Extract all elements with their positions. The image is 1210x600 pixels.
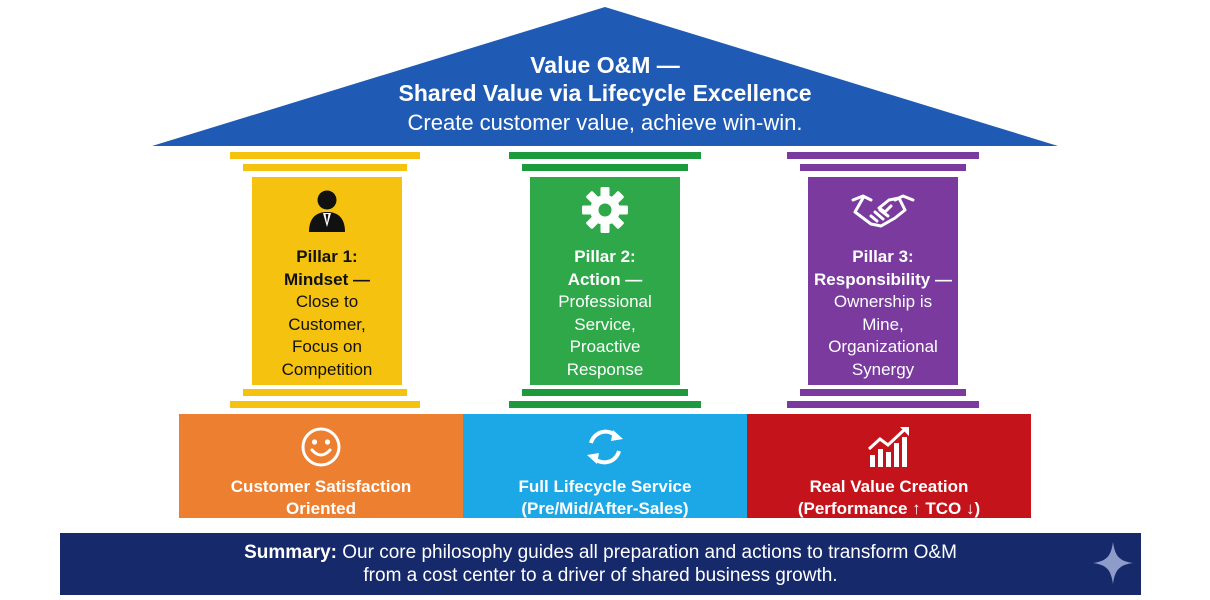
- pillar-3-line: Organizational: [828, 337, 938, 357]
- pillar-3-cap-top: [787, 152, 979, 159]
- pillar-2-subtitle: Action —: [567, 269, 643, 289]
- pillar-2-line: Service,: [574, 314, 636, 334]
- sparkle-icon: [1093, 542, 1133, 584]
- summary-text-2: from a cost center to a driver of shared…: [363, 565, 838, 586]
- handshake-icon: [808, 187, 958, 233]
- pillar-1-base-top: [243, 389, 407, 396]
- pillar-2-text: Pillar 2: Action — Professional Service,…: [530, 246, 680, 382]
- roof-subtitle: Shared Value via Lifecycle Excellence: [398, 80, 812, 106]
- pillar-3-cap-mid: [800, 164, 966, 171]
- pillar-1-text: Pillar 1: Mindset — Close to Customer, F…: [252, 246, 402, 382]
- pillar-1-base-bottom: [230, 401, 420, 408]
- foundation-2-line1: Full Lifecycle Service: [518, 477, 692, 496]
- foundation-1-line1: Customer Satisfaction: [230, 477, 412, 496]
- summary-bar: Summary: Our core philosophy guides all …: [60, 533, 1141, 595]
- pillar-3-base-top: [800, 389, 966, 396]
- summary-text-1: Our core philosophy guides all preparati…: [336, 542, 957, 563]
- roof-title: Value O&M —: [530, 52, 680, 78]
- roof: [152, 7, 1058, 146]
- pillar-2-title: Pillar 2:: [574, 247, 636, 266]
- pillar-1-cap-mid: [243, 164, 407, 171]
- pillar-2-line: Professional: [558, 292, 652, 312]
- summary-line-1: Summary: Our core philosophy guides all …: [60, 541, 1141, 564]
- pillar-2-cap-mid: [522, 164, 688, 171]
- smiley-icon: [179, 424, 463, 470]
- pillar-3-line: Mine,: [862, 314, 904, 334]
- pillar-3-subtitle: Responsibility —: [814, 269, 952, 289]
- pillar-1-line: Customer,: [288, 314, 366, 334]
- pillar-3-title: Pillar 3:: [852, 247, 914, 266]
- foundation-3-line2: (Performance ↑ TCO ↓): [797, 499, 981, 518]
- roof-tagline: Create customer value, achieve win-win.: [407, 110, 803, 135]
- pillar-1-shaft: [252, 177, 402, 385]
- refresh-icon: [463, 424, 747, 470]
- foundation-3-line1: Real Value Creation: [809, 477, 969, 496]
- pillar-2-line: Response: [566, 359, 644, 379]
- pillar-2-base-bottom: [509, 401, 701, 408]
- pillar-1-cap-top: [230, 152, 420, 159]
- pillar-3-line: Ownership is: [833, 292, 933, 312]
- pillar-3-base-bottom: [787, 401, 979, 408]
- gear-icon: [530, 187, 680, 233]
- summary-label: Summary:: [244, 542, 337, 563]
- pillar-3-text: Pillar 3: Responsibility — Ownership is …: [808, 246, 958, 382]
- pillar-1-title: Pillar 1:: [296, 247, 358, 266]
- foundation-1-line2: Oriented: [286, 499, 356, 518]
- foundation-block-value-creation: Real Value Creation (Performance ↑ TCO ↓…: [747, 414, 1031, 518]
- pillar-2-base-top: [522, 389, 688, 396]
- foundation-2-line2: (Pre/Mid/After-Sales): [521, 499, 689, 518]
- pillar-1-line: Focus on: [292, 337, 362, 357]
- pillar-3-line: Synergy: [851, 359, 915, 379]
- pillar-1-subtitle: Mindset —: [284, 269, 370, 289]
- pillar-1-line: Close to: [295, 292, 359, 312]
- pillar-2-line: Proactive: [569, 337, 641, 357]
- roof-triangle: [152, 7, 1058, 146]
- growth-chart-icon: [747, 424, 1031, 470]
- pillar-1-line: Competition: [281, 359, 373, 379]
- foundation-block-lifecycle-service: Full Lifecycle Service (Pre/Mid/After-Sa…: [463, 414, 747, 518]
- person-icon: [252, 187, 402, 233]
- pillar-2-cap-top: [509, 152, 701, 159]
- foundation-block-customer-satisfaction: Customer Satisfaction Oriented: [179, 414, 463, 518]
